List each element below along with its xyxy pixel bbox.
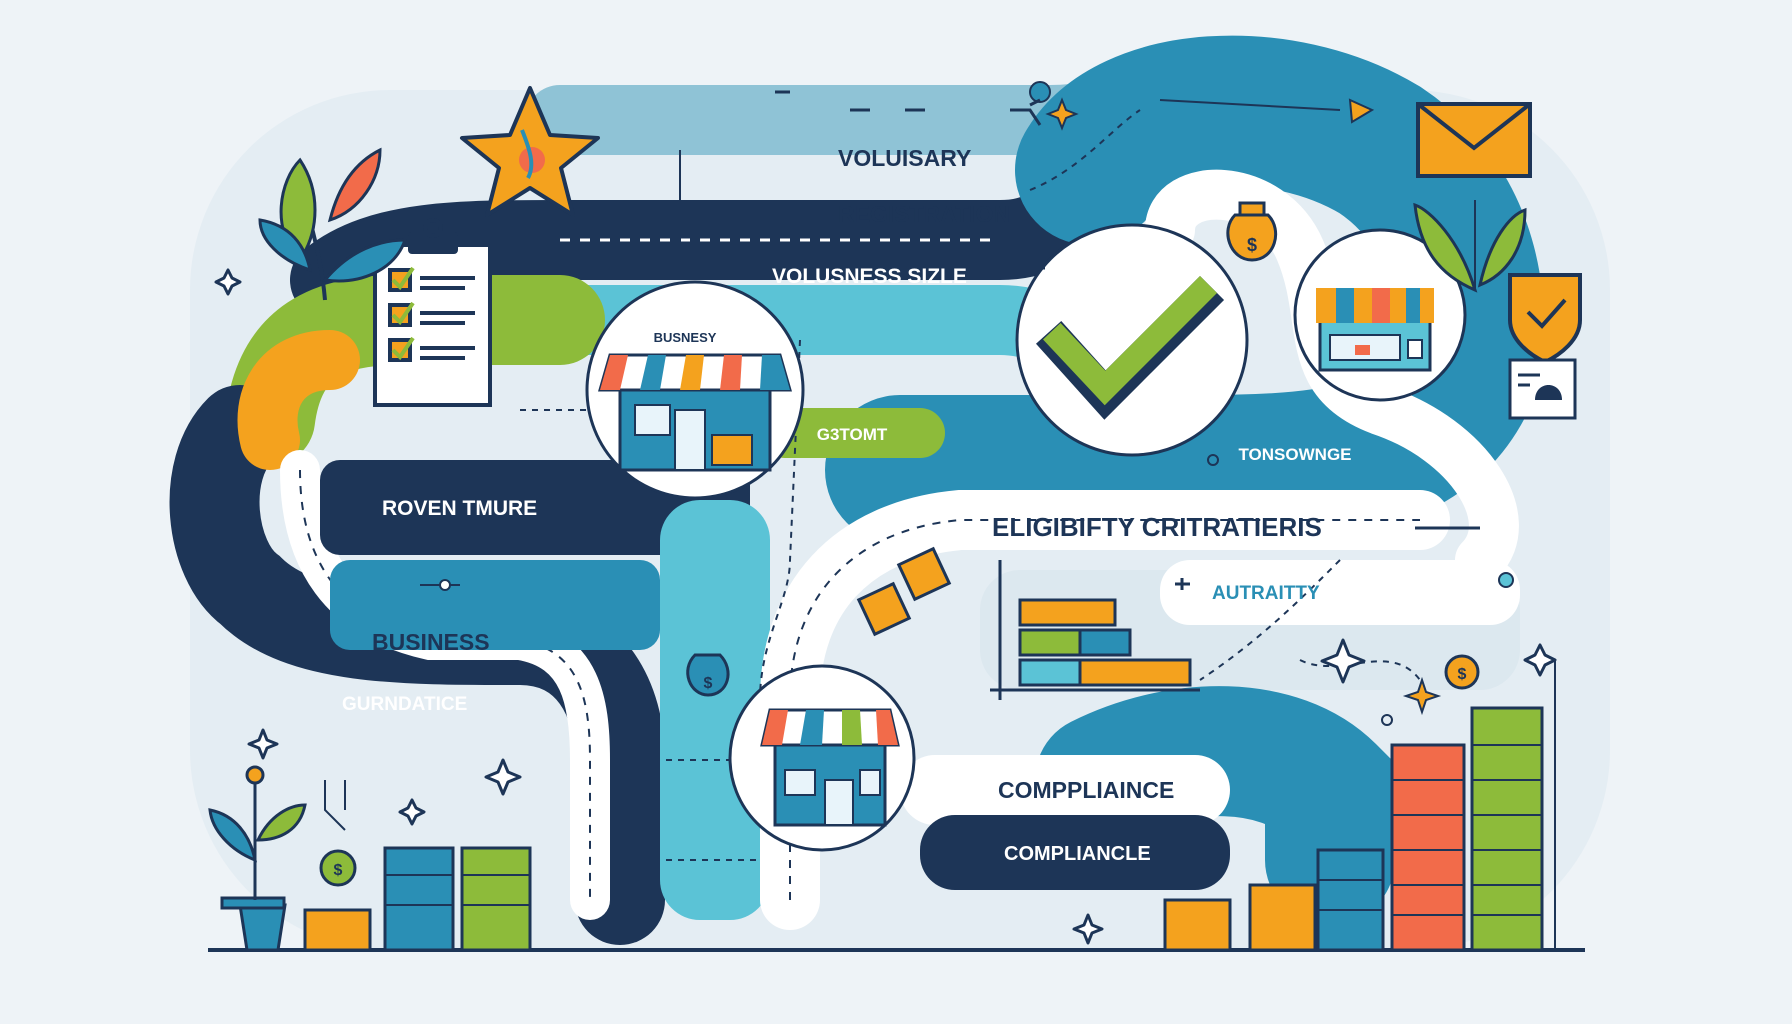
- label-gurndatice: GURNDATICE: [342, 694, 467, 715]
- connector-lines: [420, 99, 1556, 950]
- sparkle-icon: [1045, 97, 1079, 131]
- hbar: [1018, 598, 1117, 627]
- sparkle-icon: [214, 268, 1557, 945]
- decorative-dot: [1207, 454, 1219, 466]
- label-compliance-top: COMPPLIAINCE: [998, 777, 1174, 803]
- svg-text:$: $: [1458, 666, 1467, 683]
- hbar: [1078, 658, 1192, 687]
- checkmark-badge[interactable]: [1015, 223, 1249, 457]
- star-icon: [460, 86, 600, 217]
- storefront-icon: [760, 708, 900, 827]
- person-icon: [1010, 98, 1042, 126]
- label-gstomt: G3TOMT: [817, 425, 888, 444]
- compliance-bottom-band: [920, 815, 1230, 890]
- money-bag-icon: $: [686, 653, 730, 697]
- svg-text:$: $: [1247, 235, 1257, 255]
- horizontal-bar-chart: [990, 560, 1200, 700]
- label-voluisary: VOLUISARY: [838, 145, 971, 171]
- svg-text:$: $: [704, 675, 713, 692]
- money-bag-icon: $: [1226, 201, 1278, 262]
- label-autraitty: AUTRAITTY: [1212, 583, 1320, 604]
- storefront-badge-right[interactable]: [1293, 228, 1467, 402]
- decorative-dashes: [775, 90, 1480, 590]
- business-sign-label: BUSNESY: [654, 330, 717, 345]
- label-volusness-size: VOLUSNESS SIZLE: [772, 265, 967, 288]
- label-eligibility: ELIGIBIFTY CRITRATIERIS: [992, 512, 1322, 542]
- storefront-icon: [1316, 288, 1434, 372]
- label-registration: REGISTRATION: [838, 201, 1010, 227]
- plant-icon: [258, 147, 408, 301]
- play-arrow-icon: [1348, 98, 1375, 124]
- plant-icon: [1413, 202, 1527, 293]
- decorative-dot: [1498, 572, 1514, 588]
- label-compliance-bottom: COMPLIANCLE: [1004, 843, 1151, 865]
- label-tonsownge: TONSOWNGE: [1238, 445, 1351, 464]
- label-business: BUSINESS: [372, 629, 490, 655]
- compliance-top-band: [900, 755, 1230, 825]
- business-storefront-badge[interactable]: BUSNESY: [585, 280, 805, 500]
- document-icon: [1508, 358, 1577, 420]
- autraitty-band: [1160, 560, 1520, 625]
- gstomt-band: [760, 408, 945, 458]
- dollar-coin-icon: $: [319, 849, 357, 887]
- storefront-icon: [598, 353, 792, 472]
- hbar: [1078, 628, 1132, 657]
- roven-band-teal: [330, 560, 660, 650]
- bar-chart-left: [303, 780, 532, 952]
- storefront-badge-bottom[interactable]: [728, 664, 916, 852]
- plant-icon: [208, 765, 307, 952]
- checklist-clipboard-icon: [373, 218, 492, 407]
- svg-text:$: $: [334, 862, 343, 879]
- decorative-dot: [1029, 81, 1051, 103]
- dollar-coin-icon: $: [1444, 654, 1480, 690]
- sparkle-icon: [1402, 676, 1442, 716]
- road-orange: [237, 330, 360, 470]
- bar-chart-right: [1163, 706, 1544, 952]
- stair-blocks: [856, 546, 952, 637]
- road-vertical-light: [660, 500, 770, 920]
- label-roven-tmure: ROVEN TMURE: [382, 497, 537, 520]
- decorative-dot: [1381, 714, 1393, 726]
- envelope-icon: [1416, 102, 1532, 178]
